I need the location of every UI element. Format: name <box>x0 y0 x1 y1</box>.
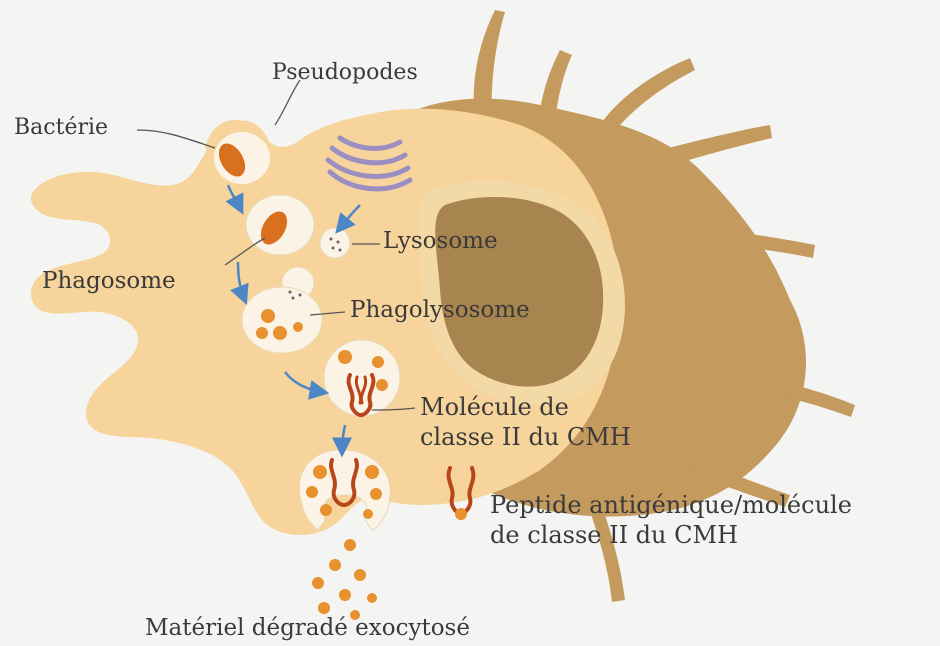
exocytosed-particles <box>312 539 377 620</box>
label-pseudopodes: Pseudopodes <box>272 60 418 85</box>
label-bacterie: Bactérie <box>14 115 108 140</box>
label-peptide-line2: de classe II du CMH <box>490 520 852 550</box>
label-phagosome: Phagosome <box>42 268 176 294</box>
exocytosis-vesicle <box>300 450 391 530</box>
phagosome-vesicle <box>246 195 314 255</box>
label-peptide-antigenique: Peptide antigénique/molécule de classe I… <box>490 490 852 550</box>
mhc-loading-vesicle <box>324 340 400 416</box>
label-molecule-line2: classe II du CMH <box>420 422 631 452</box>
label-phagolysosome: Phagolysosome <box>350 297 530 323</box>
label-peptide-line1: Peptide antigénique/molécule <box>490 490 852 520</box>
label-molecule-line1: Molécule de <box>420 392 631 422</box>
label-materiel-exocytose: Matériel dégradé exocytosé <box>145 615 470 641</box>
label-lysosome: Lysosome <box>383 228 498 254</box>
label-molecule-classe-ii: Molécule de classe II du CMH <box>420 392 631 452</box>
lysosome-vesicle <box>320 228 350 258</box>
